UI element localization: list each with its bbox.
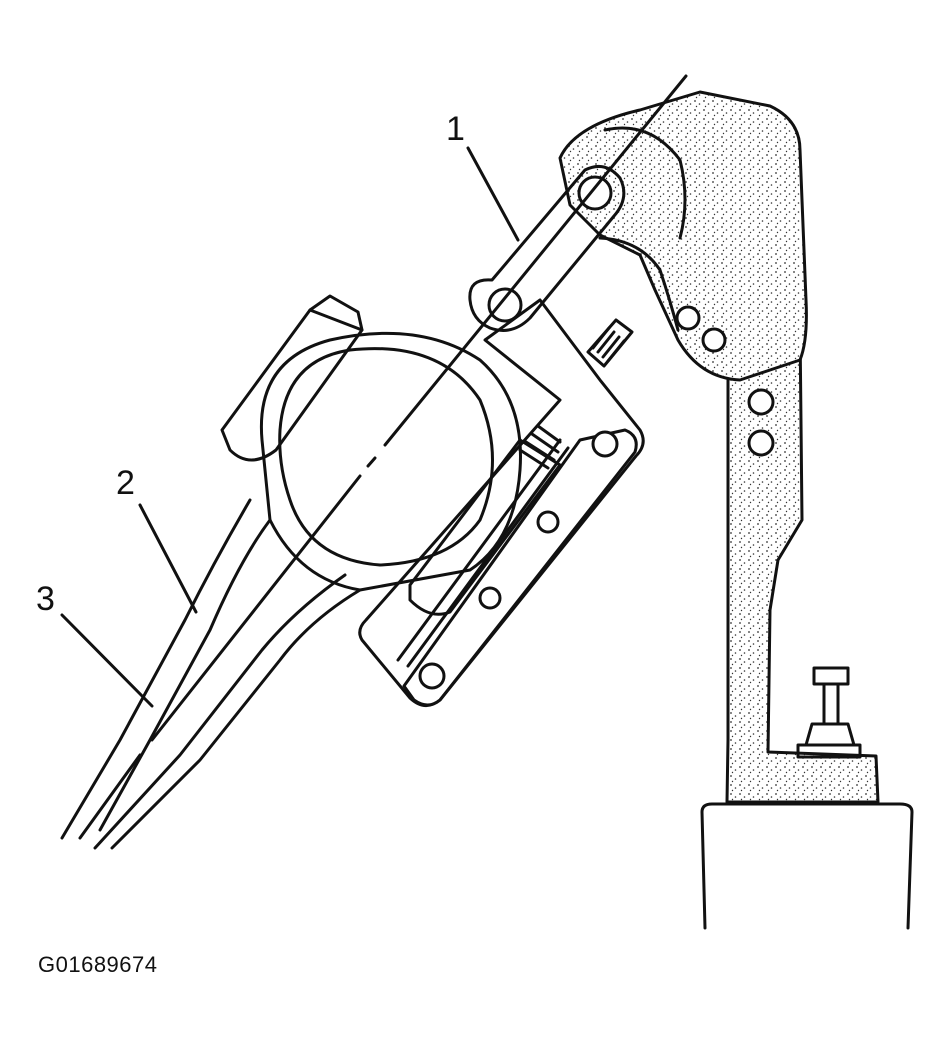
rod-cap-bolt-upper <box>220 308 364 462</box>
alignment-centerline <box>78 74 688 840</box>
fixture-pivot-head <box>558 90 808 382</box>
leader-line-2 <box>138 503 198 614</box>
leader-line-3 <box>60 613 154 708</box>
leader-line-1 <box>466 146 520 242</box>
plate-hole <box>418 662 446 690</box>
plate-hole <box>536 510 560 534</box>
plate-hole <box>478 586 502 610</box>
link-pin-lower <box>487 287 523 323</box>
thumb-screw-head <box>812 666 850 686</box>
callout-3: 3 <box>36 580 55 618</box>
callout-2: 2 <box>116 464 135 502</box>
clamp-bracket <box>358 298 645 707</box>
fixture-upright-arm <box>725 324 880 804</box>
callout-1: 1 <box>446 110 465 148</box>
connecting-rod <box>60 294 562 850</box>
pivot-hole <box>701 327 727 353</box>
figure-id: G01689674 <box>38 952 158 977</box>
big-end-bore <box>278 347 494 567</box>
adjustment-hole <box>747 388 775 416</box>
fixture-link-bar <box>468 164 626 332</box>
link-pin-upper <box>577 175 613 211</box>
rod-cap-bolt-lower <box>408 438 562 616</box>
leader-lines <box>60 146 520 708</box>
pivot-hole <box>675 305 701 331</box>
plate-hole <box>591 430 619 458</box>
adjustment-hole <box>747 429 775 457</box>
lock-nut <box>804 722 856 747</box>
fixture-base <box>700 802 914 930</box>
